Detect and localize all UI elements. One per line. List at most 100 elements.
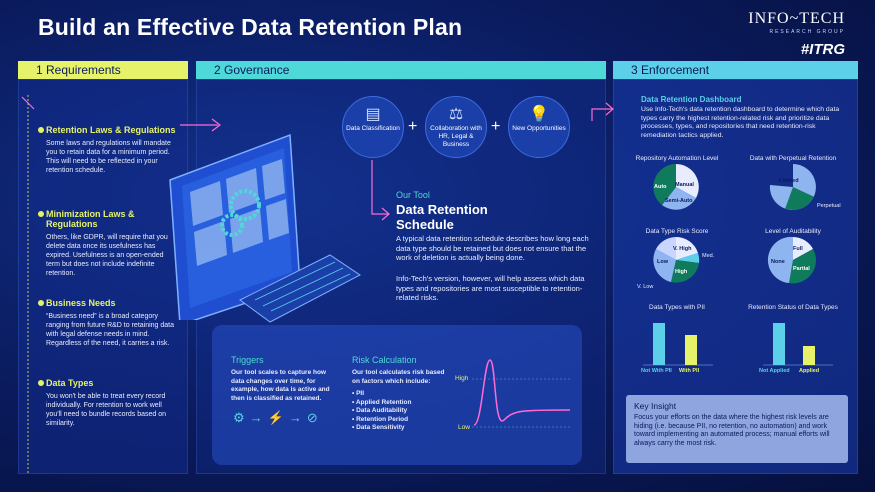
insight-text: Focus your efforts on the data where the… bbox=[634, 414, 830, 447]
pie-label: Limited bbox=[779, 178, 799, 184]
pie-label: Med. bbox=[702, 253, 715, 259]
requirements-timeline bbox=[21, 95, 35, 475]
requirement-text: You won't be able to treat every record … bbox=[46, 393, 167, 427]
bar-with-pii bbox=[685, 335, 697, 365]
risk-curve bbox=[472, 359, 571, 428]
risk-factor: • Applied Retention bbox=[352, 398, 412, 406]
pie-slice-low bbox=[653, 249, 676, 282]
chart-title: Level of Auditability bbox=[765, 228, 821, 235]
pie-slice-perpetual bbox=[785, 187, 814, 211]
itrg-tag: #ITRG bbox=[800, 41, 845, 58]
no-link-icon: ⊘ bbox=[306, 410, 323, 425]
page-title: Build an Effective Data Retention Plan bbox=[38, 14, 463, 40]
circle-label: Collaboration with HR, Legal & Business bbox=[430, 125, 482, 148]
gear-icon: ⚙ bbox=[233, 410, 250, 425]
triggers-text: Our tool scales to capture how data chan… bbox=[231, 369, 330, 402]
monitor-illustration bbox=[169, 133, 301, 320]
chart-title: Data Types with PII bbox=[649, 304, 705, 311]
logo-subtext: RESEARCH GROUP bbox=[769, 29, 845, 35]
tool-name: Data Retention Schedule bbox=[396, 202, 488, 232]
requirement-heading: Business Needs bbox=[46, 298, 116, 308]
requirement-text: Some laws and regulations will mandate y… bbox=[46, 140, 171, 174]
keyboard-illustration bbox=[239, 254, 361, 323]
pie-slice-auto bbox=[653, 164, 676, 205]
chart-title: Repository Automation Level bbox=[635, 155, 719, 162]
triggers-heading: Triggers bbox=[231, 355, 264, 365]
pie-slice-vlow bbox=[656, 237, 676, 260]
tool-label: Our Tool bbox=[396, 190, 430, 200]
bullet-icon bbox=[38, 127, 44, 133]
tab-governance: 2 Governance bbox=[196, 61, 606, 79]
plus-icon: + bbox=[491, 118, 501, 135]
plus-icon: + bbox=[408, 118, 418, 135]
arrow-right-icon: → bbox=[288, 410, 307, 425]
requirement-text: “Business need” is a broad category rang… bbox=[46, 313, 175, 347]
dashboard-heading: Data Retention Dashboard bbox=[641, 95, 742, 104]
scales-icon: ⚖ bbox=[448, 106, 464, 123]
pie-label: High bbox=[675, 269, 688, 275]
chart-title: Data with Perpetual Retention bbox=[749, 155, 837, 162]
tab-enforcement: 3 Enforcement bbox=[613, 61, 858, 79]
key-insight-box: Key Insight Focus your efforts on the da… bbox=[626, 395, 848, 463]
tool-paragraph-2: Info-Tech's version, however, will help … bbox=[396, 274, 585, 302]
dashboard-charts: Auto Manual Semi-Auto Limited Perpetual … bbox=[637, 164, 841, 374]
risk-high-label: High bbox=[455, 375, 469, 382]
tab-requirements: 1 Requirements bbox=[18, 61, 188, 79]
bar-label: Applied bbox=[799, 368, 819, 374]
circle-label: Data Classification bbox=[346, 125, 400, 132]
bar-label: With PII bbox=[679, 368, 700, 374]
bar-applied bbox=[803, 346, 815, 365]
requirement-text: Others, like GDPR, will require that you… bbox=[46, 234, 168, 277]
pie-slice-partial bbox=[789, 249, 816, 284]
risk-factor: • Data Sensitivity bbox=[352, 424, 405, 431]
pie-label: None bbox=[771, 259, 785, 265]
pie-label: Manual bbox=[675, 182, 694, 188]
requirement-item: Data Types You won't be able to treat ev… bbox=[46, 378, 176, 428]
bullet-icon bbox=[38, 211, 44, 217]
risk-factor: • Retention Period bbox=[352, 415, 409, 423]
arrow-right-icon: → bbox=[249, 410, 268, 425]
chart-title: Retention Status of Data Types bbox=[748, 304, 838, 311]
bar-not-with-pii bbox=[653, 323, 665, 365]
chart-title: Data Type Risk Score bbox=[645, 228, 709, 235]
bar-label: Not Applied bbox=[759, 368, 790, 374]
arrow-icon bbox=[591, 102, 614, 121]
risk-low-label: Low bbox=[458, 424, 470, 431]
tool-paragraph-1: A typical data retention schedule descri… bbox=[396, 234, 589, 262]
pie-label: Perpetual bbox=[817, 203, 841, 209]
triggers-risk-box bbox=[212, 325, 582, 465]
pie-slice-high bbox=[671, 260, 699, 283]
requirement-item: Business Needs “Business need” is a broa… bbox=[46, 298, 176, 348]
pie-label: Low bbox=[657, 259, 669, 265]
connector-arrow bbox=[371, 160, 390, 221]
new-opportunities-circle: 💡 New Opportunities bbox=[508, 96, 570, 158]
risk-heading: Risk Calculation bbox=[352, 355, 417, 365]
pie-label: Partial bbox=[793, 266, 810, 272]
requirements-panel bbox=[18, 79, 188, 474]
pie-slice-med bbox=[676, 253, 700, 263]
circle-label: New Opportunities bbox=[512, 125, 566, 132]
pie-perpetual bbox=[769, 164, 816, 211]
bullet-icon bbox=[38, 300, 44, 306]
dashboard-text: Use Info-Tech's data retention dashboard… bbox=[641, 106, 840, 139]
trigger-icons: ⚙→⚡→⊘ bbox=[233, 410, 323, 426]
risk-factor-list: • PII • Applied Retention • Data Auditab… bbox=[352, 390, 442, 433]
risk-factor: • Data Auditability bbox=[352, 407, 408, 414]
lightning-icon: ⚡ bbox=[267, 410, 289, 425]
arrow-icon bbox=[180, 118, 221, 132]
risk-text: Our tool calculates risk based on factor… bbox=[352, 369, 445, 385]
bar-not-applied bbox=[773, 323, 785, 365]
pie-slice-manual bbox=[676, 164, 699, 198]
bar-label: Not With PII bbox=[641, 368, 672, 374]
pie-label: Semi-Auto bbox=[665, 198, 693, 204]
pie-slice-full bbox=[793, 237, 813, 260]
pie-slice-none bbox=[767, 236, 793, 283]
pie-auditability bbox=[767, 236, 816, 284]
requirement-heading: Data Types bbox=[46, 378, 94, 388]
requirement-item: Retention Laws & Regulations Some laws a… bbox=[46, 125, 176, 175]
data-classification-circle: ▤ Data Classification bbox=[342, 96, 404, 158]
pie-risk bbox=[653, 236, 700, 283]
pie-label: V. Low bbox=[637, 284, 653, 290]
requirement-item: Minimization Laws & Regulations Others, … bbox=[46, 209, 176, 278]
pie-label: Auto bbox=[654, 184, 667, 190]
